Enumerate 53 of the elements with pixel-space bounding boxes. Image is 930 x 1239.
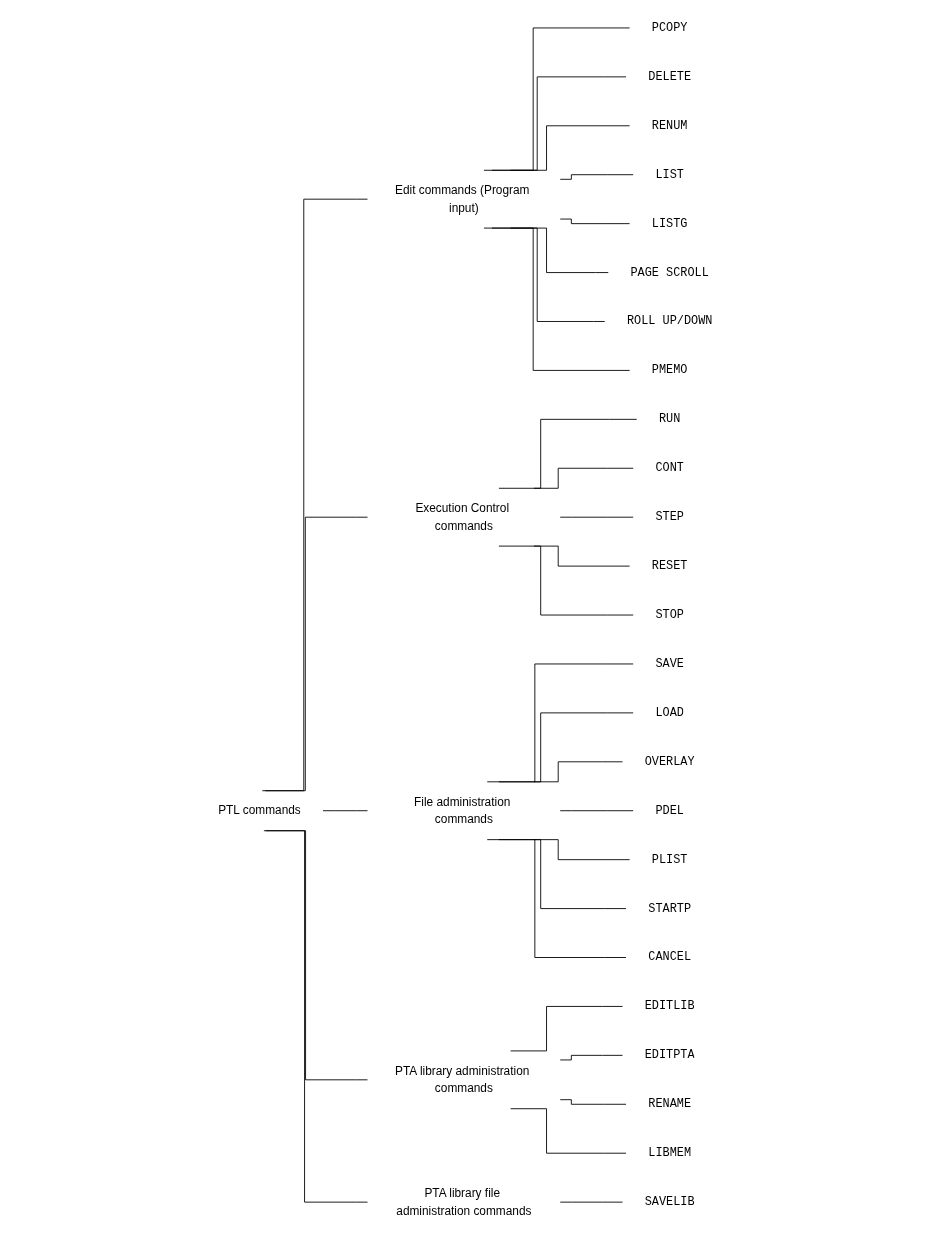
node-text: PAGE SCROLL (630, 265, 709, 280)
connector (491, 76, 627, 171)
connector (322, 810, 368, 812)
connector (559, 218, 630, 225)
connector (559, 174, 634, 180)
connector (559, 1054, 623, 1061)
node-text: PMEMO (651, 363, 688, 378)
connector (509, 1108, 627, 1154)
node-text: RENUM (651, 119, 688, 133)
node-text: STOP (655, 608, 684, 622)
node-text: PTA library administration commands (394, 1064, 530, 1095)
node-text: PCOPY (651, 21, 688, 35)
node-text: STEP (655, 510, 684, 524)
node-text: LIBMEM (648, 1146, 691, 1160)
node-text: EDITLIB (644, 999, 695, 1014)
connector (509, 125, 630, 171)
connector (483, 27, 630, 171)
node-text: PTL commands (217, 804, 301, 817)
node-text: LOAD (655, 706, 684, 720)
connector (261, 198, 368, 792)
node-text: EDITPTA (644, 1048, 695, 1063)
node-text: OVERLAY (644, 755, 695, 769)
connector (498, 712, 634, 783)
node-text: Execution Control commands (415, 501, 509, 533)
connector (264, 516, 368, 792)
node-text: CANCEL (648, 950, 691, 965)
node-text: File administration commands (413, 795, 511, 826)
node-text: DELETE (648, 70, 691, 84)
node-text: PTA library file administration commands (396, 1186, 532, 1217)
node-text: RESET (651, 559, 688, 573)
connector (486, 663, 634, 783)
connector (509, 1006, 623, 1052)
connector (498, 545, 634, 616)
node-text: ROLL UP/DOWN (626, 314, 713, 329)
connector (498, 418, 637, 489)
connector (483, 227, 630, 371)
node-text: Edit commands (Program input) (394, 183, 530, 215)
node-text: RUN (658, 412, 681, 427)
node-text: CONT (655, 461, 684, 475)
node-text: PLIST (651, 853, 688, 867)
node-text: PDEL (655, 804, 684, 818)
connector (533, 761, 623, 783)
node-text: STARTP (648, 901, 691, 916)
connector (559, 1099, 627, 1105)
node-text: SAVELIB (644, 1195, 695, 1209)
connector (533, 467, 634, 489)
connector (486, 839, 627, 958)
node-text: LISTG (651, 216, 688, 231)
connector (559, 810, 634, 812)
node-text: RENAME (648, 1097, 691, 1111)
connector (263, 830, 368, 1203)
node-text: LIST (655, 168, 684, 182)
node-text: SAVE (655, 657, 684, 671)
